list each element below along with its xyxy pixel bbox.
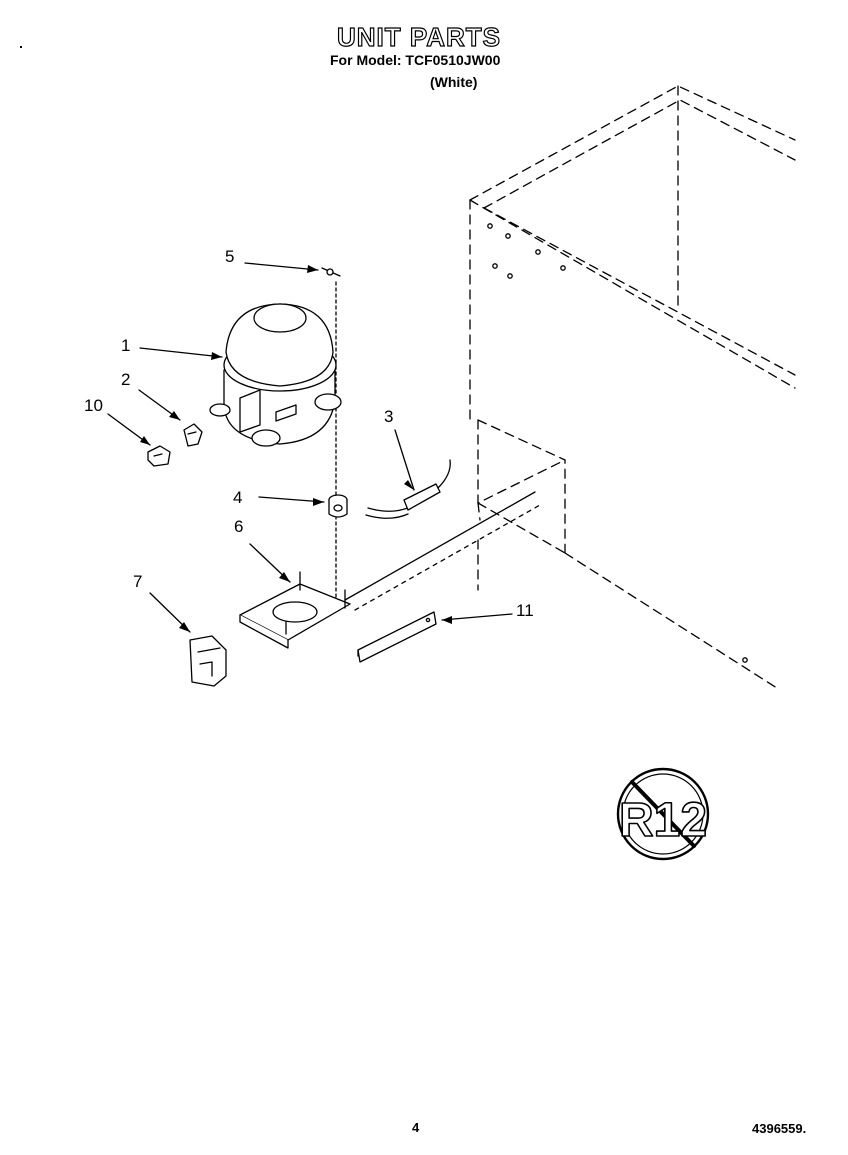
page-number: 4 xyxy=(412,1120,420,1135)
cabinet-outline xyxy=(469,85,796,691)
callout-3: 3 xyxy=(384,407,394,426)
mounting-plate xyxy=(239,571,351,649)
angle-rail xyxy=(357,611,437,663)
variant-line: (White) xyxy=(430,74,478,90)
leader-arrowheads xyxy=(140,265,452,632)
model-line: For Model: TCF0510JW00 xyxy=(330,52,501,68)
wire-clip xyxy=(321,267,341,277)
callout-4: 4 xyxy=(233,488,243,507)
r12-refrigerant-badge: R12 xyxy=(616,767,710,861)
callout-10: 10 xyxy=(84,396,103,415)
callout-2: 2 xyxy=(121,370,131,389)
terminal-bracket xyxy=(189,635,227,687)
relay-clip xyxy=(183,423,203,447)
callout-5: 5 xyxy=(225,247,235,266)
cabinet-holes xyxy=(487,223,748,663)
grommet xyxy=(328,494,348,518)
callout-7: 7 xyxy=(133,572,143,591)
scan-speck xyxy=(20,46,22,48)
callout-6: 6 xyxy=(234,517,244,536)
compressor xyxy=(209,303,342,447)
document-number: 4396559. xyxy=(752,1121,807,1136)
badge-label: R12 xyxy=(619,794,707,847)
base-rail-line xyxy=(344,491,536,601)
callout-1: 1 xyxy=(121,336,131,355)
page-title: UNIT PARTS xyxy=(336,21,502,52)
callout-11: 11 xyxy=(516,601,534,620)
capillary-drier xyxy=(365,459,451,519)
overload-part xyxy=(147,445,171,467)
